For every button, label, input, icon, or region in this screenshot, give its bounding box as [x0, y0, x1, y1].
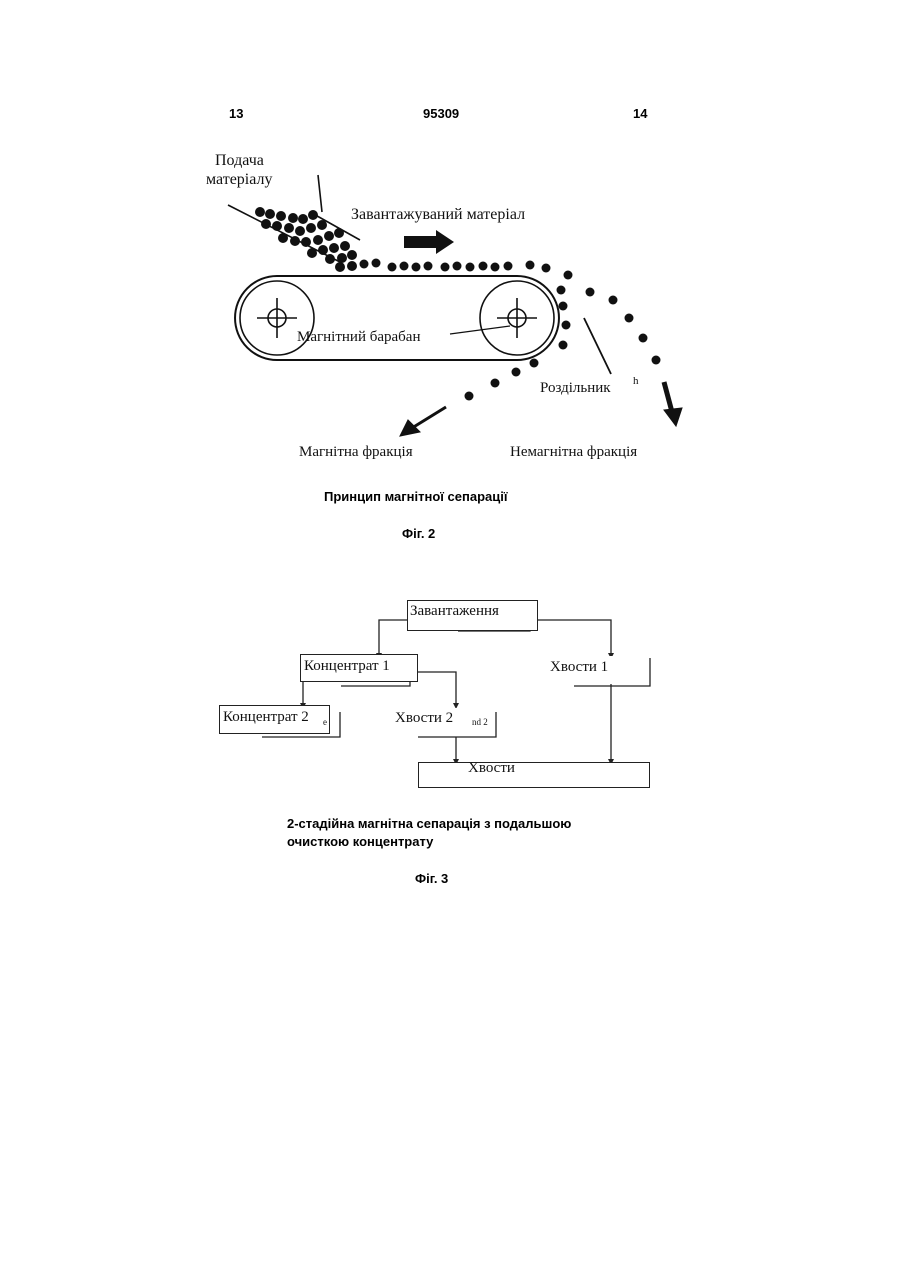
- tails-label: Хвости: [468, 760, 515, 777]
- fig3-label: Фіг. 3: [415, 870, 448, 888]
- loading-box: Завантаження: [407, 600, 538, 631]
- concentrate1-box: Концентрат 1: [300, 654, 418, 682]
- concentrate1-label: Концентрат 1: [304, 658, 390, 675]
- tails2-subscript: nd 2: [472, 717, 488, 727]
- concentrate2-subscript: е: [323, 717, 327, 727]
- tails-box: Хвости: [418, 762, 650, 788]
- loading-label: Завантаження: [410, 603, 499, 620]
- tails2-box: Хвости 2 nd 2: [393, 708, 495, 734]
- tails2-label: Хвости 2: [395, 710, 453, 727]
- fig3-caption-line1: 2-стадійна магнітна сепарація з подальшо…: [287, 815, 571, 833]
- tails1-box: Хвости 1: [546, 656, 620, 684]
- fig3-caption-line2: очисткою концентрату: [287, 833, 433, 851]
- concentrate2-box: Концентрат 2 е: [219, 705, 330, 734]
- concentrate2-label: Концентрат 2: [223, 709, 309, 726]
- tails1-label: Хвости 1: [550, 659, 608, 676]
